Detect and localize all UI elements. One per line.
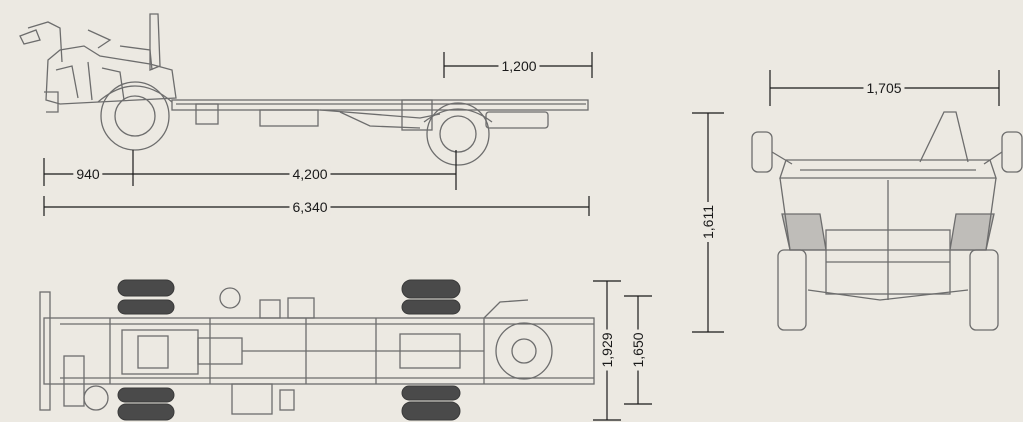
wheelbase-label: 4,200 xyxy=(289,166,331,182)
frame-inner-width-label: 1,650 xyxy=(630,329,646,371)
frame-outer-width-label: 1,929 xyxy=(599,329,615,371)
front-overhang-label: 940 xyxy=(73,166,103,182)
top-view-tires xyxy=(117,279,461,421)
overall-height-label: 1,611 xyxy=(700,202,716,242)
overall-length-label: 6,340 xyxy=(289,199,331,215)
front-view-chassis xyxy=(751,111,1023,331)
overall-width-label: 1,705 xyxy=(863,80,905,96)
rear-overhang-label: 1,200 xyxy=(498,58,540,74)
side-view-chassis xyxy=(19,13,589,166)
top-view-chassis xyxy=(39,287,595,415)
